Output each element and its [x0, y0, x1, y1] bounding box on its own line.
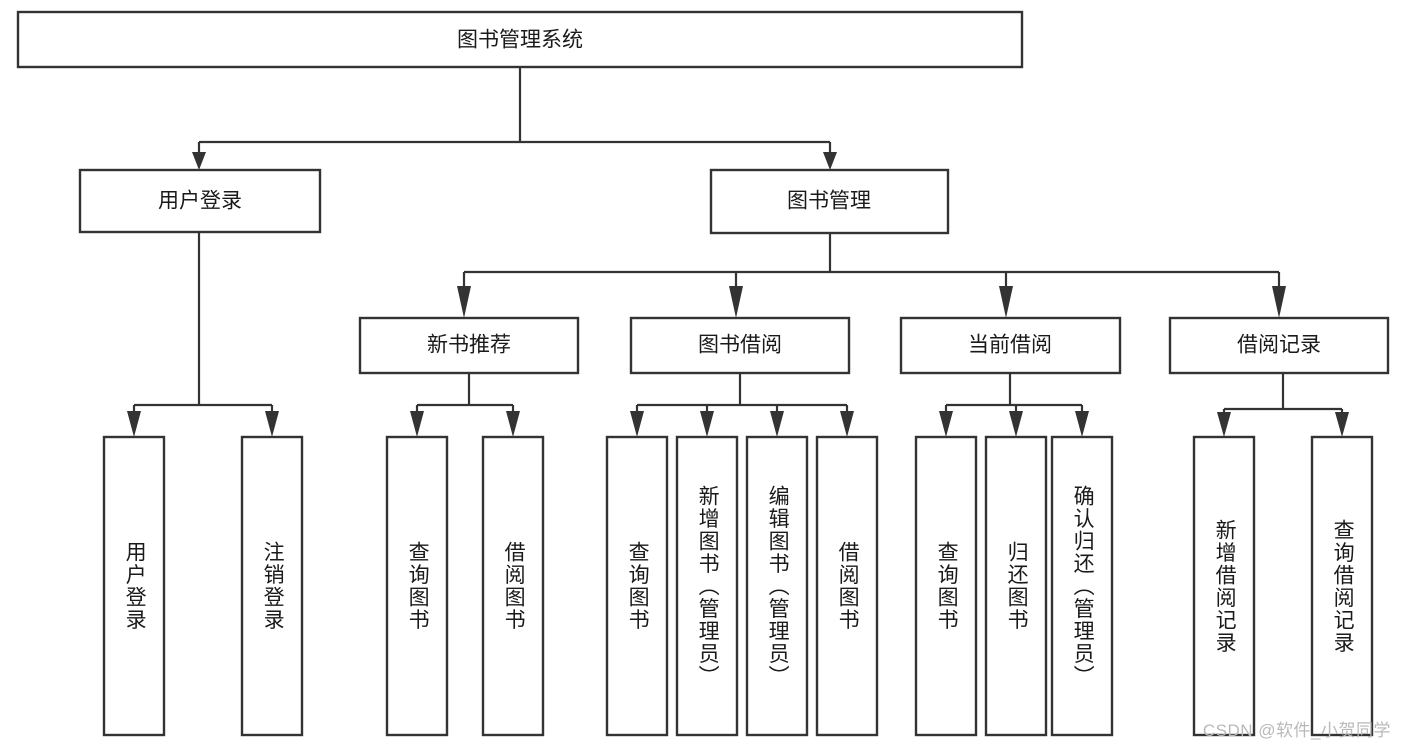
connector-group-borrow-record — [1217, 373, 1349, 437]
arrow-head-leaf-confirm-return — [1075, 411, 1089, 437]
node-borrow-record[interactable] — [1168, 316, 1390, 375]
node-leaf-query-book-borrow[interactable] — [605, 435, 669, 737]
node-book-borrow-label: 图书借阅 — [698, 334, 782, 357]
arrow-head-leaf-query-book-current — [939, 411, 953, 437]
node-leaf-add-book[interactable] — [675, 435, 739, 737]
node-leaf-query-book-recommend[interactable] — [385, 435, 449, 737]
arrow-head-leaf-user-login — [127, 411, 141, 437]
node-book-manage[interactable] — [709, 168, 950, 235]
node-root-label: 图书管理系统 — [457, 29, 583, 52]
connector-group-new-book-recommend — [410, 373, 520, 437]
connector-group-book-borrow — [630, 373, 854, 437]
node-leaf-add-borrow-record[interactable] — [1192, 435, 1256, 737]
arrow-head-current-borrow — [999, 286, 1013, 318]
node-current-borrow[interactable] — [899, 316, 1122, 375]
node-book-borrow[interactable] — [629, 316, 851, 375]
arrow-head-leaf-edit-book — [770, 411, 784, 437]
node-leaf-query-borrow-record[interactable] — [1310, 435, 1374, 737]
node-leaf-user-login[interactable] — [102, 435, 166, 737]
arrow-head-leaf-borrow-book — [840, 411, 854, 437]
node-borrow-record-label: 借阅记录 — [1237, 334, 1321, 357]
connector-group-current-borrow — [939, 373, 1089, 437]
arrow-head-leaf-borrow-book-recommend — [506, 411, 520, 437]
csdn-watermark: CSDN @软件_小贺同学 — [1202, 721, 1391, 740]
node-new-book-recommend[interactable] — [358, 316, 580, 375]
arrow-head-leaf-return-book — [1009, 411, 1023, 437]
arrow-head-leaf-query-book-recommend — [410, 411, 424, 437]
node-root[interactable] — [16, 10, 1024, 69]
node-leaf-borrow-book-recommend[interactable] — [481, 435, 545, 737]
node-leaf-return-book[interactable] — [984, 435, 1048, 737]
arrow-head-leaf-logout — [265, 411, 279, 437]
node-user-login[interactable] — [78, 168, 322, 234]
arrow-head-user-login — [192, 152, 206, 170]
arrow-head-new-book-recommend — [457, 286, 471, 318]
node-user-login-label: 用户登录 — [158, 190, 242, 213]
arrow-head-leaf-query-borrow-record — [1335, 412, 1349, 437]
node-leaf-borrow-book[interactable] — [815, 435, 879, 737]
node-book-manage-label: 图书管理 — [787, 190, 871, 213]
node-leaf-logout[interactable] — [240, 435, 304, 737]
node-leaf-edit-book[interactable] — [745, 435, 809, 737]
arrow-head-leaf-add-book — [700, 411, 714, 437]
node-leaf-query-book-current[interactable] — [914, 435, 978, 737]
node-new-book-recommend-label: 新书推荐 — [427, 334, 511, 357]
node-current-borrow-label: 当前借阅 — [968, 334, 1052, 357]
arrow-head-book-borrow — [729, 286, 743, 318]
connector-group-book-manage — [457, 233, 1286, 318]
node-leaf-confirm-return[interactable] — [1050, 435, 1114, 737]
arrow-head-book-manage — [823, 152, 837, 170]
arrow-head-leaf-add-borrow-record — [1217, 412, 1231, 437]
connector-group-root — [192, 67, 837, 170]
arrow-head-leaf-query-book-borrow — [630, 411, 644, 437]
connector-group-user-login — [127, 232, 279, 437]
arrow-head-borrow-record — [1272, 286, 1286, 318]
